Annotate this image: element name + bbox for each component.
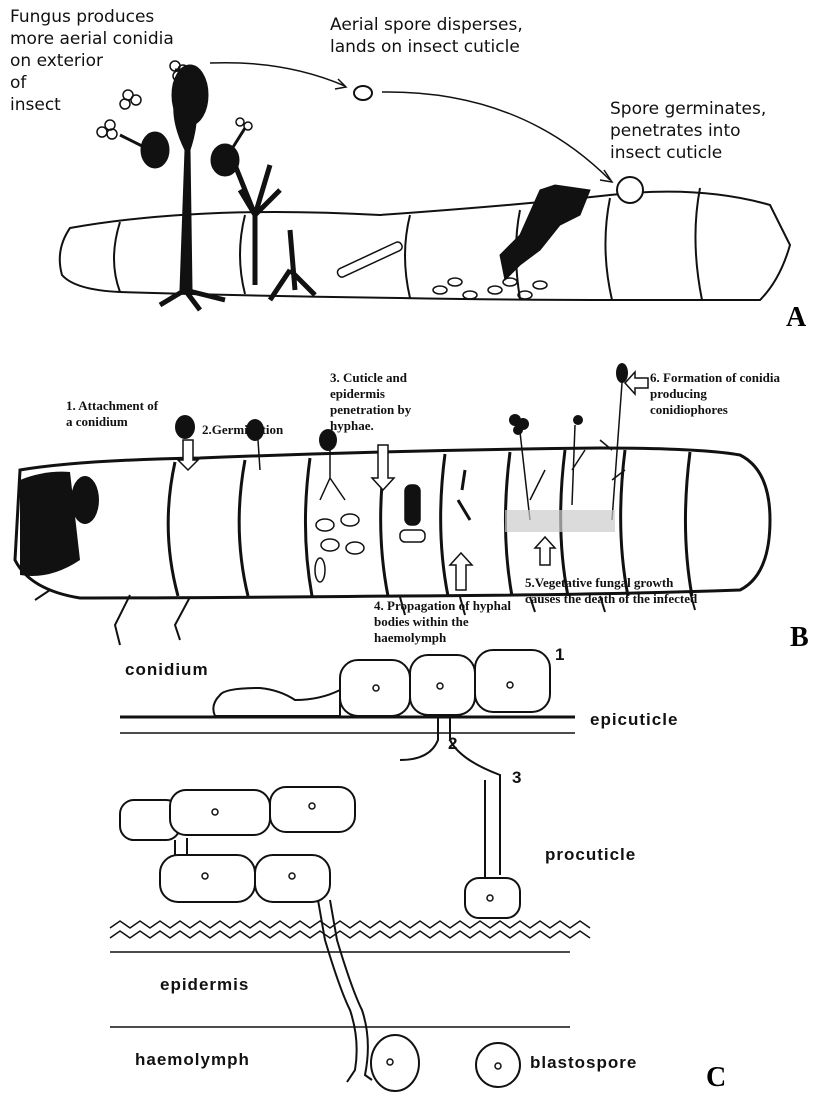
hyphal-cells-procuticle: [120, 787, 520, 918]
conidium-cells: [213, 650, 550, 716]
label-haemolymph: haemolymph: [135, 1050, 250, 1070]
label-num-3: 3: [512, 768, 522, 788]
label-epicuticle: epicuticle: [590, 710, 678, 730]
label-procuticle: procuticle: [545, 845, 636, 865]
label-blastospore: blastospore: [530, 1053, 637, 1073]
label-num-1: 1: [555, 645, 565, 665]
label-num-2: 2: [448, 734, 458, 754]
label-conidium: conidium: [125, 660, 209, 680]
panel-letter-c: C: [706, 1062, 726, 1094]
label-epidermis: epidermis: [160, 975, 249, 995]
